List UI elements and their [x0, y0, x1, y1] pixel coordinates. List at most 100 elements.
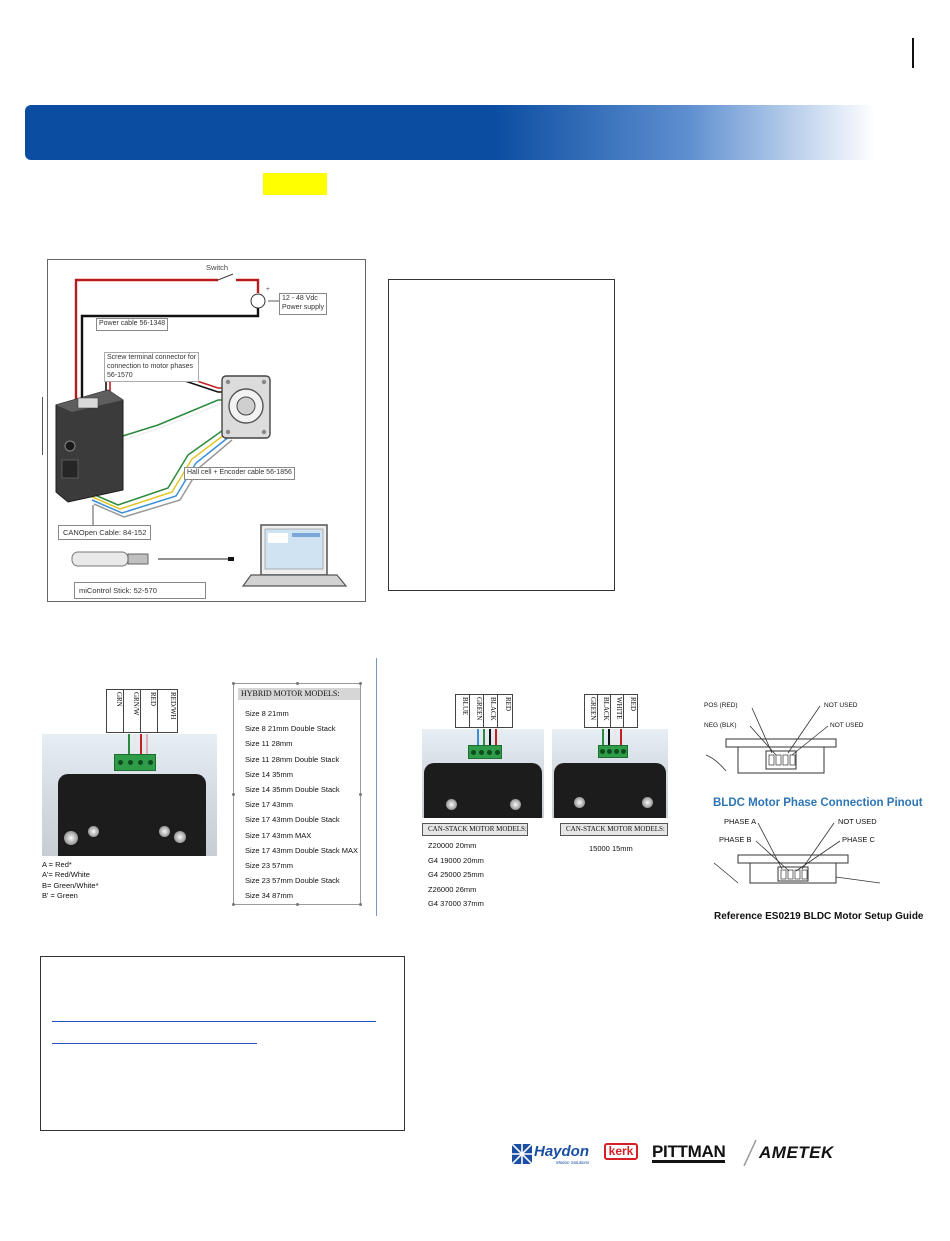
brand-logos: Haydon kerk Motion Solutions PITTMAN AME… [510, 1140, 880, 1168]
hybrid-motor-photo [42, 734, 217, 856]
hyperlink-line[interactable] [52, 1021, 376, 1022]
terminal-block [598, 745, 628, 758]
selection-handle [359, 903, 362, 906]
wire-label: GRN [107, 690, 124, 732]
screw [88, 826, 99, 837]
hall-cable-label: Hall cell + Encoder cable 56-1856 [184, 467, 295, 480]
canstack1-models-list: Z20000 20mm G4 19000 20mm G4 25000 25mm … [428, 839, 484, 912]
hyperlink-line[interactable] [52, 1043, 257, 1044]
canstack1-motor-photo [422, 729, 544, 818]
wire-label: WHITE [611, 695, 624, 727]
logo-separator-slash [743, 1140, 757, 1166]
screw [64, 831, 78, 845]
canstack2-motor-photo [552, 729, 668, 818]
selection-handle [359, 793, 362, 796]
header-rule [912, 38, 914, 68]
bldc-phase-pinout: PHASE A PHASE B NOT USED PHASE C [702, 815, 950, 910]
canstack1-models-title: CAN-STACK MOTOR MODELS: [422, 823, 528, 836]
haydon-emblem-icon [512, 1144, 532, 1164]
bldc-power-drawing [705, 705, 837, 774]
wire-label: RED [629, 697, 637, 711]
wire-label: RED/WH [169, 692, 177, 720]
legend-line: A = Red* [42, 860, 72, 869]
wire-label: RED [141, 690, 158, 732]
wire-label: GRN/W [124, 690, 141, 732]
hybrid-models-box: HYBRID MOTOR MODELS: Size 8 21mm Size 8 … [232, 682, 362, 906]
not-used-label: NOT USED [824, 702, 858, 709]
supply-line-2: Power supply [282, 303, 325, 311]
selection-handle [232, 793, 235, 796]
model-item: G4 37000 37mm [428, 899, 484, 908]
motion-solutions-tagline: Motion Solutions [556, 1160, 590, 1165]
model-item: Size 11 28mm [245, 739, 293, 749]
model-item: Size 14 35mm [245, 769, 293, 779]
terminal-block [114, 754, 156, 771]
phase-a-label: PHASE A [724, 817, 757, 826]
model-item: Size 11 28mm Double Stack [245, 754, 340, 764]
model-item: Size 14 35mm Double Stack [245, 785, 340, 795]
terminal-block [468, 745, 502, 759]
haydon-wordmark: Haydon [534, 1143, 590, 1160]
model-item: Size 17 43mm [245, 800, 293, 810]
selection-handle [359, 682, 362, 685]
model-item: Size 17 43mm Double Stack MAX [245, 845, 358, 855]
canstack2-models-title: CAN-STACK MOTOR MODELS: [560, 823, 668, 836]
wire-label: GREEN [470, 695, 484, 727]
not-used-label: NOT USED [838, 817, 877, 826]
blank-text-box [388, 279, 615, 591]
hybrid-models-title: HYBRID MOTOR MODELS: [238, 688, 360, 700]
not-used-label: NOT USED [830, 722, 864, 729]
switch-label: Switch [206, 263, 229, 272]
bldc-phase-drawing [713, 822, 881, 884]
wire-label: GREEN [585, 695, 598, 727]
supply-line-1: 12 - 48 Vdc [282, 295, 318, 302]
screw [174, 831, 186, 843]
model-item: Size 8 21mm Double Stack [245, 724, 336, 734]
screw-line-1: Screw terminal connector for [107, 354, 197, 361]
model-item: 15000 15mm [589, 844, 633, 853]
link-text-box [40, 956, 405, 1131]
screw [510, 799, 521, 810]
selection-handle [232, 903, 235, 906]
screw [446, 799, 457, 810]
neg-label: NEG (BLK) [704, 722, 737, 729]
wire-label: BLUE [456, 695, 470, 727]
canopen-label: CANOpen Cable: 84-152 [58, 525, 152, 541]
screw [159, 826, 170, 837]
model-item: G4 25000 25mm [428, 870, 484, 879]
legend-line: B' = Green [42, 891, 78, 901]
model-item: Z26000 26mm [428, 884, 477, 894]
plus-sign: + [266, 286, 270, 293]
screw-terminal-label: Screw terminal connector for connection … [104, 352, 200, 383]
highlighted-text-mark [263, 173, 327, 195]
screw-line-3: 56-1570 [107, 371, 133, 379]
pittman-wordmark: PITTMAN [652, 1142, 726, 1163]
supply-label: 12 - 48 Vdc Power supply [279, 293, 328, 315]
micontrol-stick-label: miControl Stick: 52-570 [74, 582, 206, 600]
screw [642, 797, 653, 808]
canstack1-wire-labels: BLUE GREEN BLACK RED [455, 694, 513, 728]
selection-handle [232, 682, 235, 685]
wiring-diagram-graphic [55, 273, 348, 587]
wire-label: RED [504, 697, 512, 711]
model-item: Size 23 57mm [245, 861, 293, 871]
diagram-side-mark [42, 397, 43, 455]
column-divider [376, 658, 377, 916]
hybrid-models-list: Size 8 21mm Size 8 21mm Double Stack Siz… [245, 706, 358, 904]
model-item: Size 34 87mm [245, 891, 293, 901]
screw-line-2: connection to motor phases [107, 362, 193, 370]
model-item: Size 8 21mm [245, 709, 289, 718]
wire-label: BLACK [484, 695, 498, 727]
legend-line: A'= Red/White [42, 870, 90, 880]
model-item: Z20000 20mm [428, 841, 477, 850]
screw [574, 797, 585, 808]
power-cable-label: Power cable 56-1348 [96, 318, 169, 331]
bldc-power-pinout: POS (RED) NEG (BLK) NOT USED NOT USED [702, 695, 950, 805]
hybrid-wire-labels: GRN GRN/W RED RED/WH [106, 689, 178, 733]
bldc-pinout-title: BLDC Motor Phase Connection Pinout [713, 797, 923, 809]
wiring-diagram: Switch + 12 - 48 Vdc Power supply Power … [47, 259, 366, 602]
kerk-wordmark: kerk [604, 1143, 638, 1160]
hybrid-wire-legend: A = Red* A'= Red/White B= Green/White* B… [42, 860, 98, 901]
ametek-wordmark: AMETEK [759, 1143, 834, 1162]
section-banner [25, 105, 875, 160]
